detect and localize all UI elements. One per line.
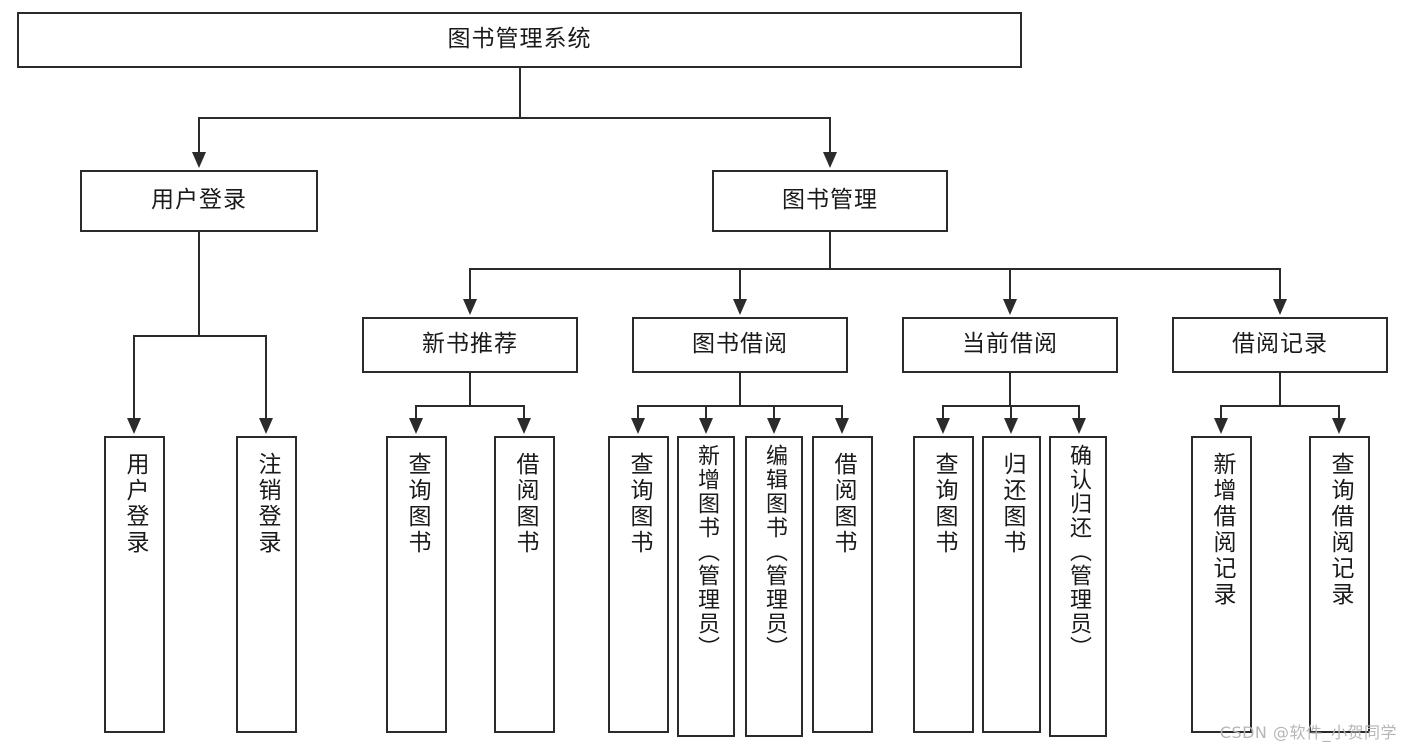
node-label: 图书管理 <box>782 187 878 214</box>
arrowhead-rc-leaf-2 <box>1332 418 1346 434</box>
node-root-system[interactable]: 图书管理系统 <box>17 12 1022 68</box>
arrowhead-leaf-user-login <box>127 418 141 434</box>
leaf-node-add-borrow-record[interactable]: 新增借阅记录 <box>1191 436 1252 733</box>
node-label: 编辑图书（管理员） <box>762 444 787 660</box>
arrowhead-borrow <box>733 299 747 315</box>
connector-borrow-leaf-2 <box>705 405 707 419</box>
arrowhead-rc-leaf-1 <box>1214 418 1228 434</box>
node-label: 查询借阅记录 <box>1327 452 1353 608</box>
connector-to-new-book <box>469 268 471 300</box>
node-label: 图书管理系统 <box>447 26 592 53</box>
arrowhead-book-mgmt <box>823 152 837 168</box>
node-label: 借阅记录 <box>1232 331 1328 358</box>
connector-root-to-user-login <box>198 117 200 153</box>
node-label: 用户登录 <box>151 187 247 214</box>
arrowhead-nb-leaf-1 <box>409 418 423 434</box>
arrowhead-nb-leaf-2 <box>517 418 531 434</box>
node-label: 用户登录 <box>122 452 148 556</box>
leaf-node-query-book-borrow[interactable]: 查询图书 <box>608 436 669 733</box>
node-label: 新增借阅记录 <box>1209 452 1235 608</box>
connector-user-login-stem <box>198 232 200 336</box>
leaf-node-borrow-book[interactable]: 借阅图书 <box>812 436 873 733</box>
node-label: 查询图书 <box>931 452 957 556</box>
arrowhead-bw-leaf-4 <box>835 418 849 434</box>
connector-to-current <box>1009 268 1011 300</box>
node-book-borrow[interactable]: 图书借阅 <box>632 317 848 373</box>
node-new-book-recommend[interactable]: 新书推荐 <box>362 317 578 373</box>
connector-borrow-leaf-4 <box>841 405 843 419</box>
node-user-login[interactable]: 用户登录 <box>80 170 318 232</box>
arrowhead-cb-leaf-1 <box>936 418 950 434</box>
connector-current-leaf-2 <box>1010 405 1012 419</box>
arrowhead-bw-leaf-1 <box>631 418 645 434</box>
arrowhead-new-book <box>463 299 477 315</box>
leaf-node-query-book-current[interactable]: 查询图书 <box>913 436 974 733</box>
node-label: 借阅图书 <box>830 452 856 556</box>
node-label: 图书借阅 <box>692 331 788 358</box>
connector-root-bar <box>198 117 831 119</box>
leaf-node-edit-book-admin[interactable]: 编辑图书（管理员） <box>745 436 803 737</box>
connector-to-records <box>1279 268 1281 300</box>
connector-borrow-stem <box>739 373 741 407</box>
connector-root-to-book-mgmt <box>829 117 831 153</box>
connector-user-login-bar <box>133 335 267 337</box>
node-label: 注销登录 <box>254 452 280 556</box>
connector-records-leaf-2 <box>1338 405 1340 419</box>
connector-user-login-leaf-1 <box>133 335 135 419</box>
arrowhead-bw-leaf-3 <box>767 418 781 434</box>
connector-current-leaf-1 <box>942 405 944 419</box>
connector-borrow-leaf-1 <box>637 405 639 419</box>
connector-borrow-bar <box>637 405 842 407</box>
connector-current-stem <box>1009 373 1011 407</box>
leaf-node-borrow-book-recommend[interactable]: 借阅图书 <box>494 436 555 733</box>
node-label: 确认归还（管理员） <box>1066 444 1091 660</box>
connector-root-stem <box>519 68 521 118</box>
leaf-node-logout[interactable]: 注销登录 <box>236 436 297 733</box>
arrowhead-leaf-logout <box>259 418 273 434</box>
arrowhead-current <box>1003 299 1017 315</box>
connector-records-leaf-1 <box>1220 405 1222 419</box>
node-book-management[interactable]: 图书管理 <box>712 170 948 232</box>
node-borrow-records[interactable]: 借阅记录 <box>1172 317 1388 373</box>
node-label: 查询图书 <box>404 452 430 556</box>
arrowhead-user-login <box>192 152 206 168</box>
connector-new-book-leaf-1 <box>415 405 417 419</box>
leaf-node-query-book-recommend[interactable]: 查询图书 <box>386 436 447 733</box>
connector-new-book-leaf-2 <box>523 405 525 419</box>
leaf-node-return-book[interactable]: 归还图书 <box>982 436 1041 733</box>
connector-level2-bar <box>469 268 1281 270</box>
connector-new-book-stem <box>469 373 471 407</box>
connector-records-stem <box>1279 373 1281 407</box>
arrowhead-bw-leaf-2 <box>699 418 713 434</box>
leaf-node-add-book-admin[interactable]: 新增图书（管理员） <box>677 436 735 737</box>
node-label: 新增图书（管理员） <box>694 444 719 660</box>
node-label: 新书推荐 <box>422 331 518 358</box>
arrowhead-cb-leaf-2 <box>1004 418 1018 434</box>
connector-current-leaf-3 <box>1078 405 1080 419</box>
connector-new-book-bar <box>415 405 525 407</box>
connector-to-borrow <box>739 268 741 300</box>
node-label: 归还图书 <box>999 452 1025 556</box>
node-label: 查询图书 <box>626 452 652 556</box>
leaf-node-query-borrow-record[interactable]: 查询借阅记录 <box>1309 436 1370 733</box>
leaf-node-user-login[interactable]: 用户登录 <box>104 436 165 733</box>
arrowhead-records <box>1273 299 1287 315</box>
node-current-borrow[interactable]: 当前借阅 <box>902 317 1118 373</box>
connector-user-login-leaf-2 <box>265 335 267 419</box>
leaf-node-confirm-return-admin[interactable]: 确认归还（管理员） <box>1049 436 1107 737</box>
node-label: 当前借阅 <box>962 331 1058 358</box>
connector-book-mgmt-stem <box>829 232 831 269</box>
connector-records-bar <box>1220 405 1340 407</box>
node-label: 借阅图书 <box>512 452 538 556</box>
connector-borrow-leaf-3 <box>773 405 775 419</box>
arrowhead-cb-leaf-3 <box>1072 418 1086 434</box>
